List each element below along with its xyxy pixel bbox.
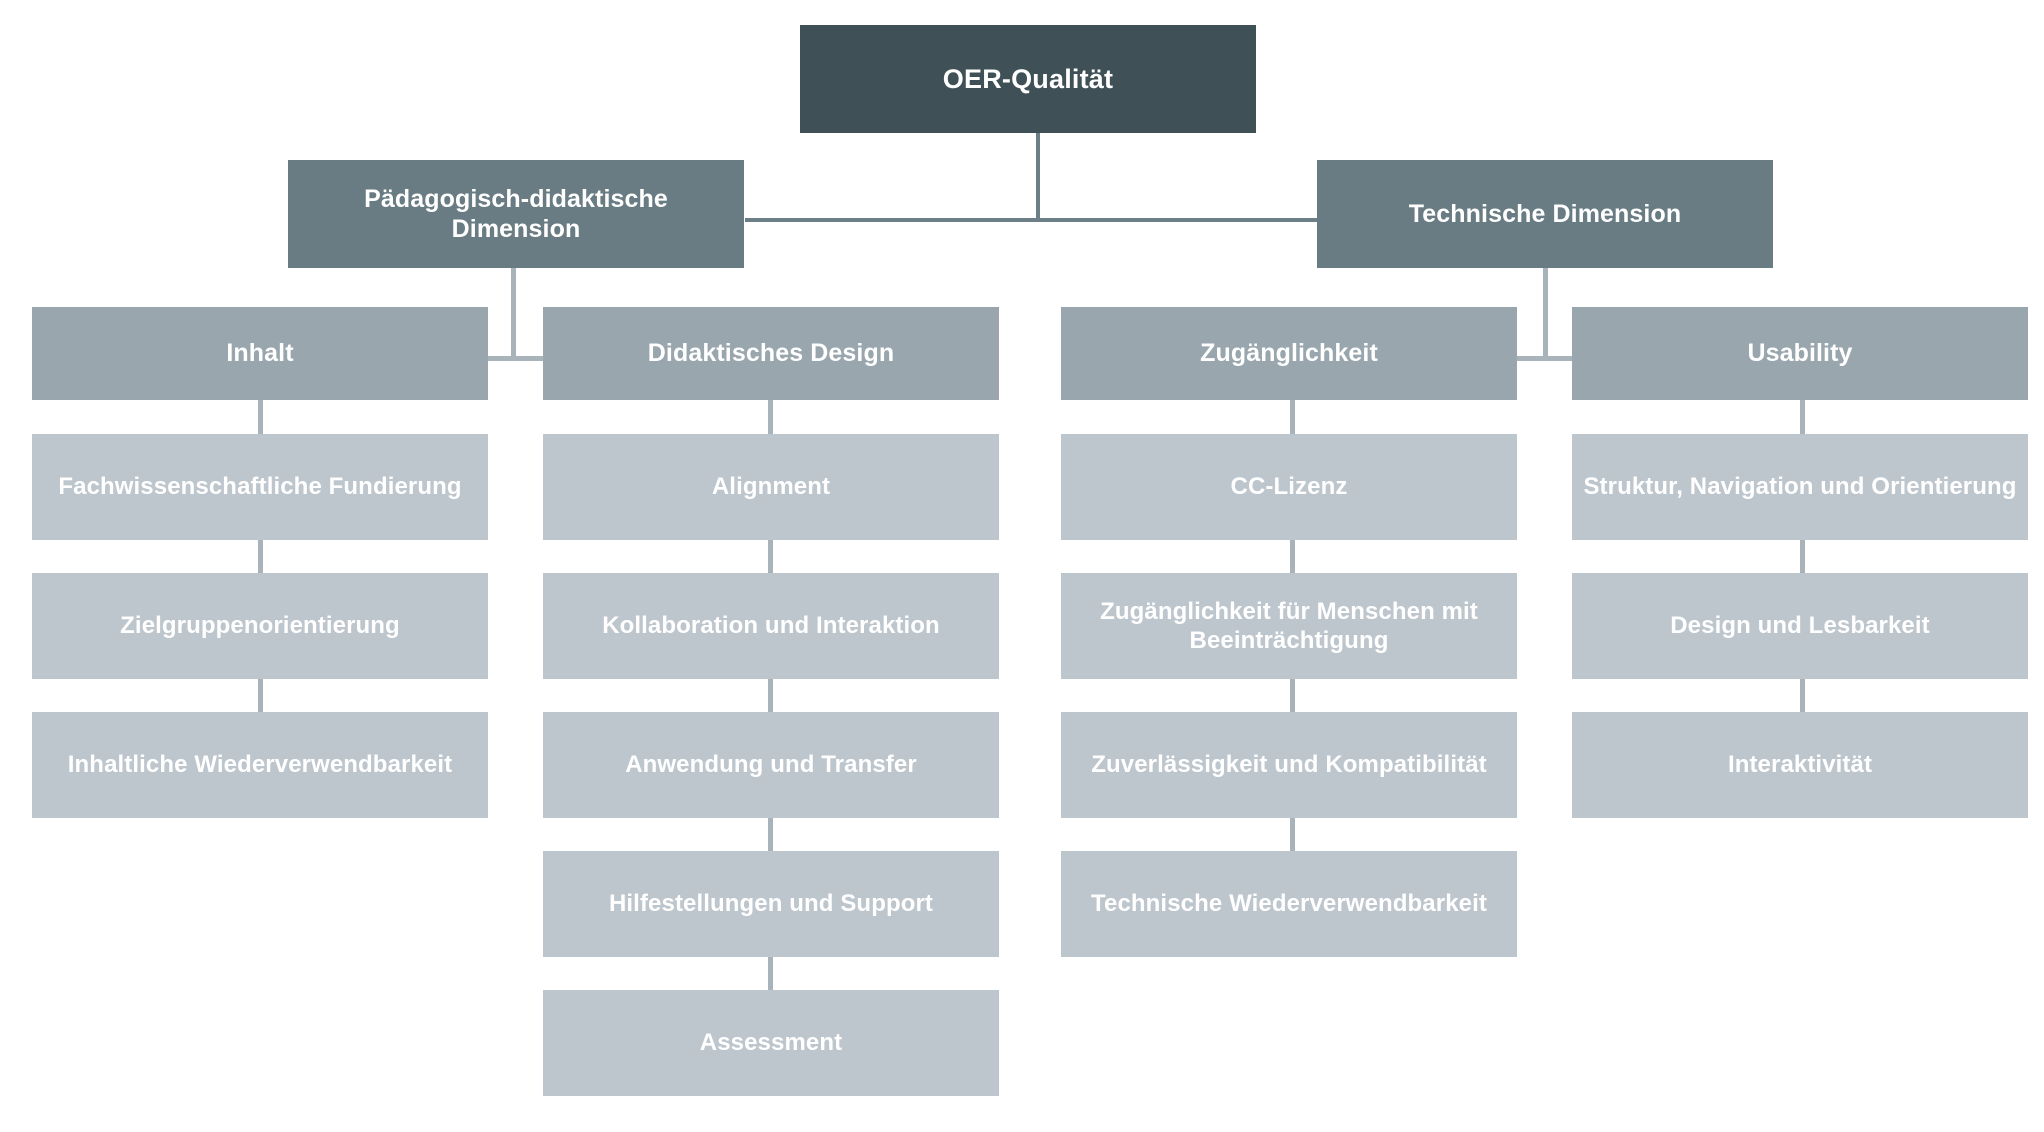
node-criterion-zuverlaessigkeit-und-kompatibilitaet[interactable]: Zuverlässigkeit und Kompatibilität (1061, 712, 1517, 818)
node-root-oer-qualitaet[interactable]: OER-Qualität (800, 25, 1256, 133)
node-criterion-kollaboration-und-interaktion[interactable]: Kollaboration und Interaktion (543, 573, 999, 679)
node-criterion-inhaltliche-wiederverwendbarkeit[interactable]: Inhaltliche Wiederverwendbarkeit (32, 712, 488, 818)
node-criterion-fachwissenschaftliche-fundierung[interactable]: Fachwissenschaftliche Fundierung (32, 434, 488, 540)
connector-chain-col1 (258, 400, 263, 718)
node-criterion-technische-wiederverwendbarkeit[interactable]: Technische Wiederverwendbarkeit (1061, 851, 1517, 957)
node-dimension-paedagogisch-didaktisch[interactable]: Pädagogisch-didaktische Dimension (288, 160, 744, 268)
node-dimension-technisch[interactable]: Technische Dimension (1317, 160, 1773, 268)
node-category-inhalt[interactable]: Inhalt (32, 307, 488, 400)
node-criterion-interaktivitaet[interactable]: Interaktivität (1572, 712, 2028, 818)
connector-dim1-spine (258, 356, 768, 361)
connector-dim2-spine (1290, 356, 1800, 361)
connector-dimension-spine (745, 218, 1317, 222)
node-criterion-cc-lizenz[interactable]: CC-Lizenz (1061, 434, 1517, 540)
node-category-didaktisches-design[interactable]: Didaktisches Design (543, 307, 999, 400)
connector-root-down (1036, 133, 1040, 220)
connector-chain-col4 (1800, 400, 1805, 718)
node-criterion-zugaenglichkeit-beeintraechtigung[interactable]: Zugänglichkeit für Menschen mit Beeinträ… (1061, 573, 1517, 679)
node-criterion-hilfestellungen-und-support[interactable]: Hilfestellungen und Support (543, 851, 999, 957)
node-criterion-zielgruppenorientierung[interactable]: Zielgruppenorientierung (32, 573, 488, 679)
node-criterion-struktur-navigation-orientierung[interactable]: Struktur, Navigation und Orientierung (1572, 434, 2028, 540)
node-criterion-assessment[interactable]: Assessment (543, 990, 999, 1096)
node-category-usability[interactable]: Usability (1572, 307, 2028, 400)
node-criterion-design-und-lesbarkeit[interactable]: Design und Lesbarkeit (1572, 573, 2028, 679)
connector-dim1-down (511, 268, 516, 360)
connector-dim2-down (1543, 268, 1548, 360)
node-criterion-alignment[interactable]: Alignment (543, 434, 999, 540)
node-category-zugaenglichkeit[interactable]: Zugänglichkeit (1061, 307, 1517, 400)
node-criterion-anwendung-und-transfer[interactable]: Anwendung und Transfer (543, 712, 999, 818)
connector-chain-col2 (768, 400, 773, 998)
